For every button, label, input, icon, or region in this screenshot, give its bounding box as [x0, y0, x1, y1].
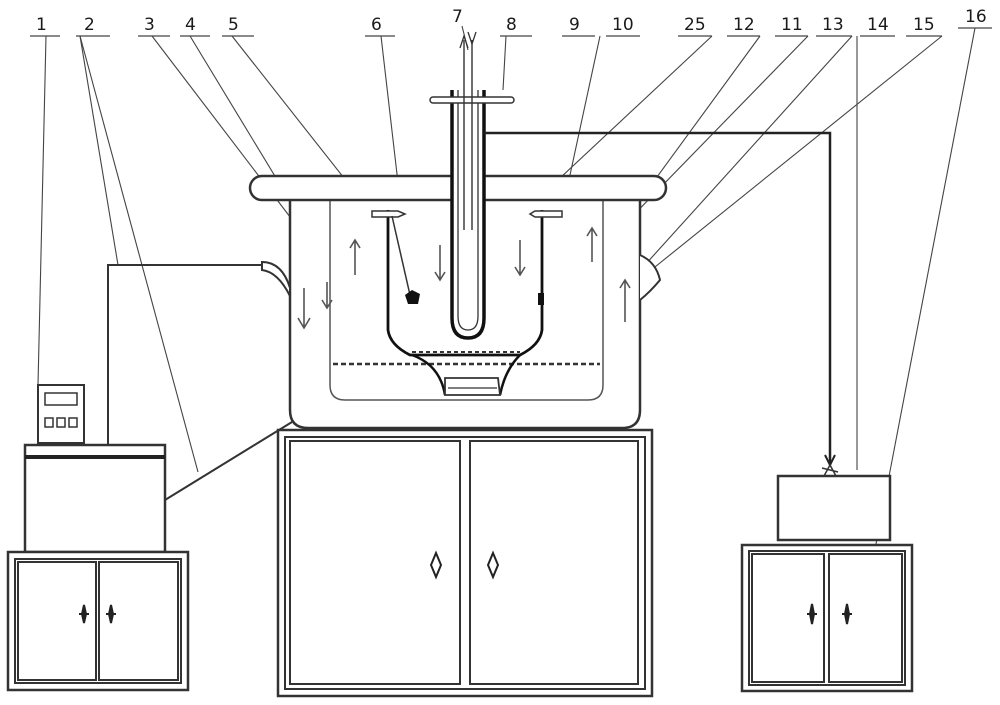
label-12: 12 [733, 15, 755, 35]
label-15: 15 [913, 15, 935, 35]
handle-icon [106, 604, 116, 624]
temperature-controller [37, 384, 85, 444]
label-11: 11 [781, 15, 803, 35]
pump-unit [776, 463, 892, 542]
controller-button [44, 417, 54, 428]
label-2: 2 [84, 15, 95, 35]
label-group: 1 2 3 4 5 6 7 8 9 10 25 12 11 13 14 15 1… [36, 7, 987, 35]
label-6: 6 [371, 15, 382, 35]
flow-arrows [297, 226, 631, 330]
controller-button [56, 417, 66, 428]
connector-icon [821, 463, 839, 477]
left-cabinet [6, 550, 190, 692]
handle-icon [842, 603, 852, 625]
center-cabinet [276, 428, 654, 698]
signal-wire [484, 131, 832, 465]
label-14: 14 [867, 15, 889, 35]
pentagon-icon [405, 290, 420, 304]
central-tube [429, 31, 515, 340]
controller-screen [44, 392, 78, 406]
label-13: 13 [822, 15, 844, 35]
label-3: 3 [144, 15, 155, 35]
handle-icon [807, 603, 817, 625]
circulation-pipes [107, 264, 293, 501]
handle-icon [486, 550, 500, 580]
sensor-icon [538, 293, 544, 305]
label-4: 4 [185, 15, 196, 35]
controller-button [68, 417, 78, 428]
right-cabinet [740, 543, 914, 693]
label-5: 5 [228, 15, 239, 35]
stirrer-blades [371, 210, 563, 305]
handle-icon [79, 604, 89, 624]
label-16: 16 [965, 7, 987, 27]
label-10: 10 [612, 15, 634, 35]
water-bath [23, 443, 167, 554]
label-25: 25 [684, 15, 706, 35]
label-9: 9 [569, 15, 580, 35]
label-8: 8 [506, 15, 517, 35]
label-underlines [30, 27, 992, 37]
label-7: 7 [452, 7, 463, 27]
handle-icon [429, 550, 443, 580]
label-1: 1 [36, 15, 47, 35]
